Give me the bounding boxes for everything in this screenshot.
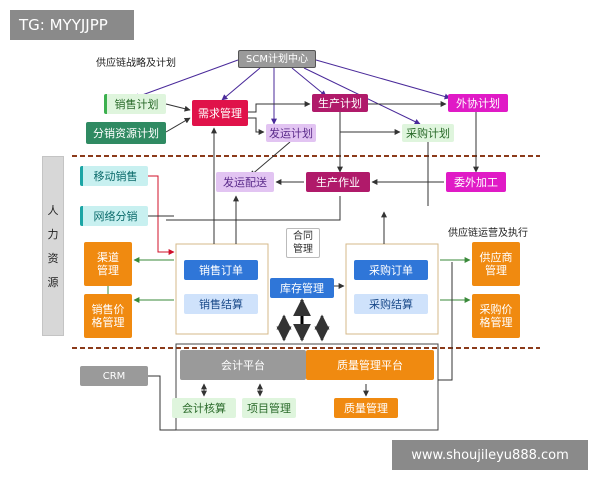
demand-mgmt: 需求管理	[192, 100, 248, 126]
hr-char-4: 源	[47, 276, 59, 289]
watermark-url: www.shoujileyu888.com	[392, 440, 588, 470]
production-work: 生产作业	[306, 172, 370, 192]
quality-mgmt: 质量管理	[334, 398, 398, 418]
outsource-plan: 外协计划	[448, 94, 508, 112]
sales-order: 销售订单	[184, 260, 258, 280]
inventory-mgmt: 库存管理	[270, 278, 334, 298]
purchase-price-mgmt: 采购价 格管理	[472, 294, 520, 338]
scm-center: SCM计划中心	[238, 50, 316, 68]
purchase-settlement: 采购结算	[354, 294, 428, 314]
project-mgmt: 项目管理	[242, 398, 296, 418]
sales-price-mgmt: 销售价 格管理	[84, 294, 132, 338]
accounting-platform: 会计平台	[180, 350, 306, 380]
mobile-sales: 移动销售	[80, 166, 148, 186]
distribution-plan: 分销资源计划	[86, 122, 166, 144]
sales-settlement: 销售结算	[184, 294, 258, 314]
production-plan: 生产计划	[312, 94, 368, 112]
network-distribution: 网络分销	[80, 206, 148, 226]
quality-platform: 质量管理平台	[306, 350, 434, 380]
sales-frame	[175, 243, 269, 335]
supplier-mgmt: 供应商 管理	[472, 242, 520, 286]
tg-tag: TG: MYYJJPP	[10, 10, 134, 40]
outsource-process: 委外加工	[446, 172, 506, 192]
hr-char-2: 力	[47, 228, 59, 241]
operation-label: 供应链运营及执行	[448, 228, 528, 239]
strategy-label: 供应链战略及计划	[96, 58, 176, 69]
outer-frame	[175, 343, 439, 431]
shipping-delivery: 发运配送	[216, 172, 274, 192]
procurement-plan: 采购计划	[402, 124, 454, 142]
purchase-order: 采购订单	[354, 260, 428, 280]
hr-char-3: 资	[47, 252, 59, 265]
hr-column: 人 力 资 源	[42, 156, 64, 336]
hr-char-1: 人	[47, 204, 59, 217]
shipping-plan: 发运计划	[266, 124, 316, 142]
purchase-frame	[345, 243, 439, 335]
sales-plan: 销售计划	[104, 94, 166, 114]
contract-mgmt: 合同 管理	[286, 228, 320, 258]
crm: CRM	[80, 366, 148, 386]
accounting-check: 会计核算	[172, 398, 236, 418]
channel-mgmt: 渠道 管理	[84, 242, 132, 286]
